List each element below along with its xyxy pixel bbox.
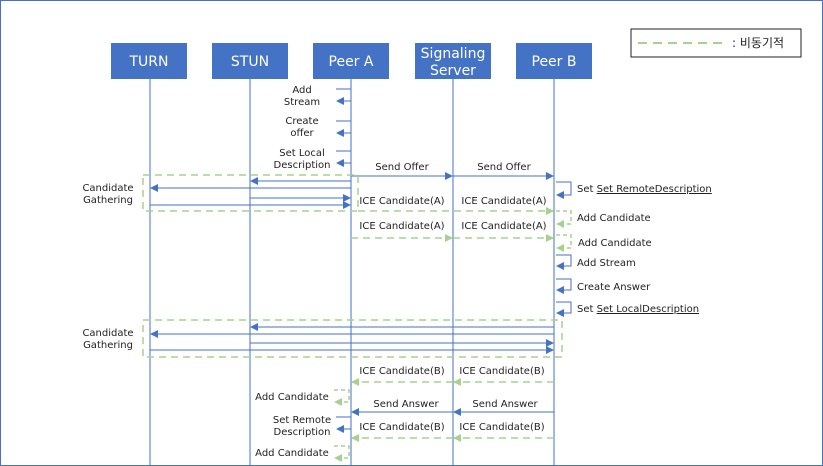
peer-b-set-remote: Set Set RemoteDescription [556,181,712,199]
peer-b-add-stream-arrow [556,254,572,270]
peer-a-add-candidate-2-label: Add Candidate [255,448,329,459]
send-answer-label-1: Send Answer [373,399,439,410]
gathering-a-label-2: Gathering [83,195,133,206]
participant-peer-b [516,43,592,79]
send-offer-label-1: Send Offer [375,162,429,173]
peer-b-add-candidate-2-arrow [556,234,572,252]
peer-b-set-remote-arrow [556,181,572,199]
ice-b-1-label-2: ICE Candidate(B) [459,366,544,377]
add-stream-label-1: Add [292,85,311,96]
peer-b-answer-setup: Add Stream Create Answer Set Set LocalDe… [556,254,699,317]
participant-stun-label: STUN [231,54,269,70]
peer-a-add-candidate-1-label: Add Candidate [255,392,329,403]
peer-a-set-remote-label-1: Set Remote [273,415,331,426]
send-answer: Send Answer Send Answer [351,399,554,416]
peer-b-set-local-word: Set LocalDescription [597,304,699,315]
peer-a-set-remote-arrow [336,416,352,433]
peer-a-add-candidate-2: Add Candidate [255,445,350,462]
participant-turn-label: TURN [129,54,169,70]
add-stream-label-2: Stream [284,97,320,108]
peer-b-add-candidate-1-label: Add Candidate [577,213,651,224]
participant-stun [212,43,288,79]
ice-a-2-label-1: ICE Candidate(A) [359,221,444,232]
legend: : 비동기적 [630,28,802,58]
gathering-b-label-2: Gathering [83,340,133,351]
ice-a-1-label-1: ICE Candidate(A) [359,196,444,207]
lifelines [149,79,555,466]
participant-headers: TURN STUN Peer A Signaling Server Peer B [111,43,592,79]
ice-b-2-label-1: ICE Candidate(B) [359,422,444,433]
gathering-a-label-1: Candidate [82,183,133,194]
gathering-b-label-1: Candidate [82,328,133,339]
peer-b-set-local-label: Set Set LocalDescription [577,304,699,315]
peer-b-create-answer-arrow [556,278,572,294]
ice-b-2: ICE Candidate(B) ICE Candidate(B) [351,422,554,442]
participant-peer-b-label: Peer B [532,54,577,70]
ice-a-1-label-2: ICE Candidate(A) [461,196,546,207]
participant-signaling [415,43,491,79]
create-offer-label-1: Create [285,116,318,127]
peer-a-add-candidate-1: Add Candidate [255,389,350,406]
peer-b-add-candidate-2-label: Add Candidate [578,238,652,249]
participant-signaling-label-1: Signaling [421,46,486,62]
ice-a-2-label-2: ICE Candidate(A) [461,221,546,232]
participant-peer-a [313,43,389,79]
add-stream-arrow [336,88,352,105]
gathering-a: Candidate Gathering [82,174,359,212]
send-offer: Send Offer Send Offer [351,162,554,180]
peer-b-add-candidate-1-arrow [556,210,572,228]
gathering-b-frame [142,319,563,358]
peer-b-set-remote-label: Set Set RemoteDescription [577,184,712,195]
peer-a-set-remote: Set Remote Description [273,415,352,438]
peer-b-set-local-arrow [556,301,572,317]
ice-b-2-label-2: ICE Candidate(B) [459,422,544,433]
gathering-a-frame [142,174,359,212]
peer-a-setup: Add Stream Create offer Set Local Descri… [274,85,352,171]
peer-b-add-stream-label: Add Stream [577,258,636,269]
peer-a-add-candidate-1-arrow [334,389,350,406]
ice-b-1: ICE Candidate(B) ICE Candidate(B) [351,366,554,386]
peer-a-set-remote-label-2: Description [274,427,331,438]
peer-b-set-remote-word: Set RemoteDescription [597,184,712,195]
participant-peer-a-label: Peer A [329,54,374,70]
ice-a-1: ICE Candidate(A) ICE Candidate(A) Add Ca… [358,196,651,228]
set-local-arrow [336,150,352,167]
participant-turn [111,43,187,79]
send-answer-label-2: Send Answer [472,399,538,410]
ice-a-2: ICE Candidate(A) ICE Candidate(A) Add Ca… [351,221,652,252]
ice-b-1-label-1: ICE Candidate(B) [359,366,444,377]
peer-a-add-candidate-2-arrow [334,445,350,462]
gathering-b: Candidate Gathering [82,319,563,358]
peer-b-create-answer-label: Create Answer [577,282,651,293]
set-local-label-1: Set Local [279,148,325,159]
legend-label: : 비동기적 [732,36,784,50]
create-offer-label-2: offer [290,128,314,139]
create-offer-arrow [336,120,352,137]
send-offer-label-2: Send Offer [477,162,531,173]
participant-signaling-label-2: Server [430,63,476,79]
set-local-label-2: Description [274,160,331,171]
